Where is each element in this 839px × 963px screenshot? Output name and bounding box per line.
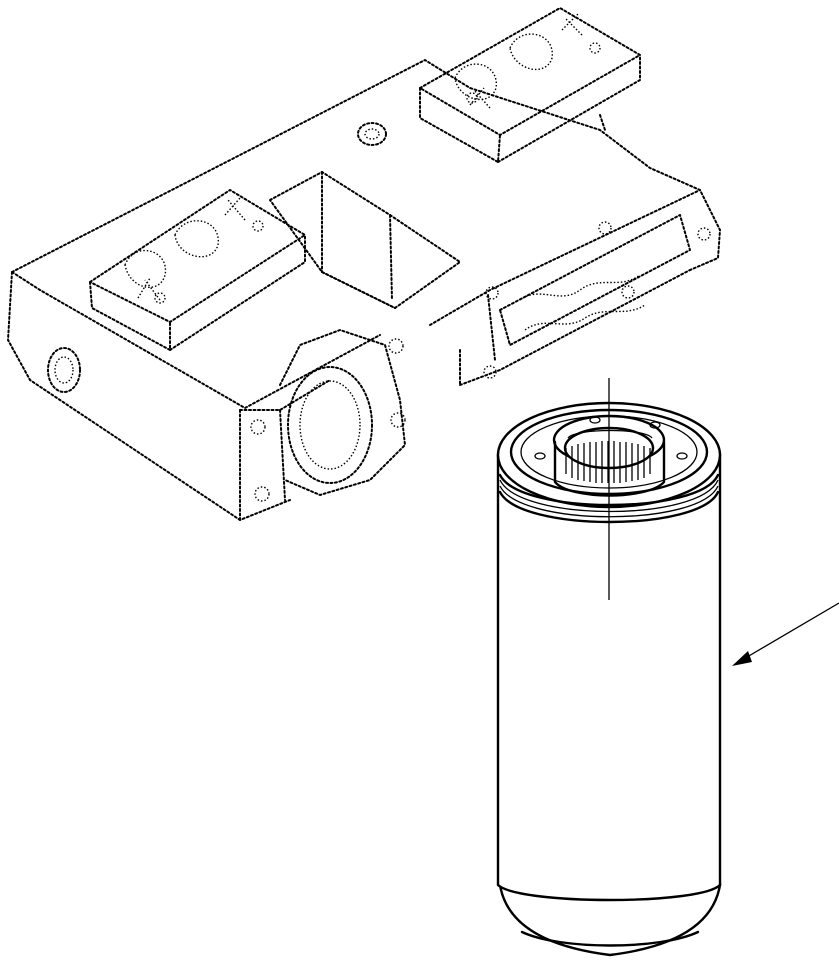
filter-head	[7, 7, 721, 521]
filter-leader-arrow	[732, 602, 839, 666]
spin-on-filter-cartridge	[496, 378, 722, 957]
